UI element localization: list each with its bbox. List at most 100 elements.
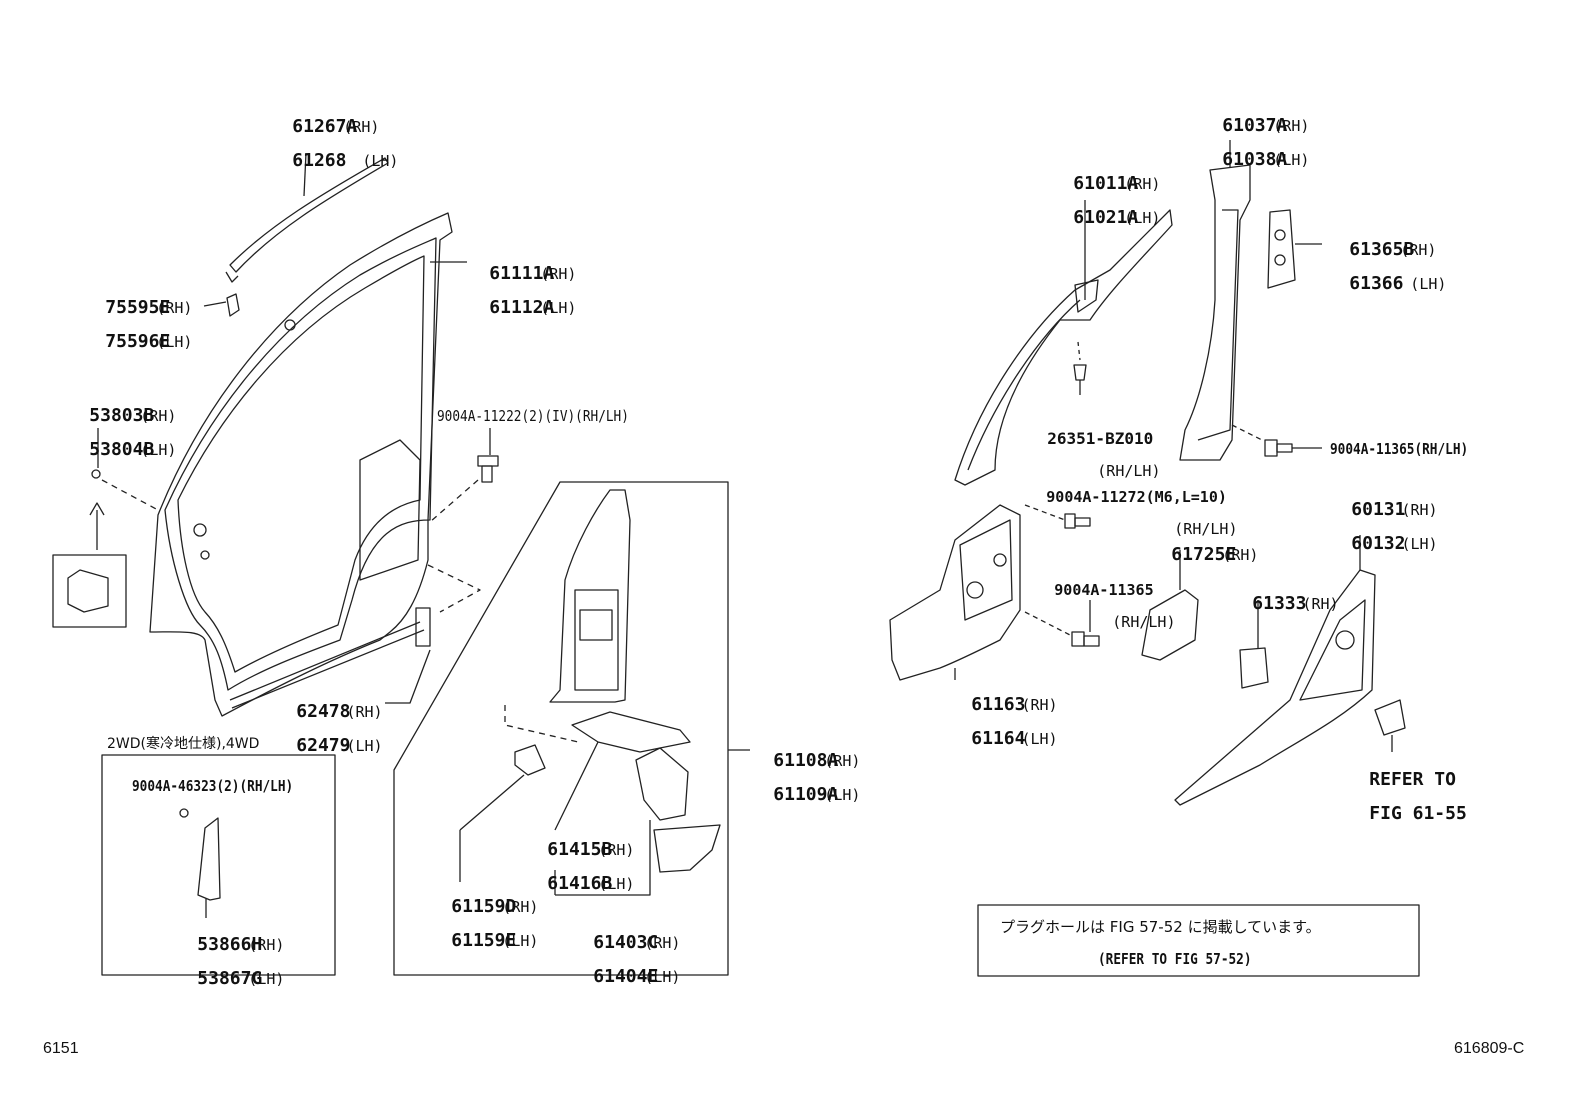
part-number: 61403C <box>593 932 659 953</box>
callout-61415: 61415B(RH) 61416B(LH) <box>528 825 634 893</box>
side-code: (RH/LH) <box>1174 520 1238 538</box>
side-code: (RH) <box>644 934 681 952</box>
side-code: (LH) <box>502 932 539 950</box>
center-pillar-drawing <box>1179 140 1251 461</box>
part-number: 61365B <box>1349 239 1415 260</box>
part-number: 60132 <box>1351 533 1406 554</box>
callout-26351: 26351-BZ010 (RH/LH) <box>1028 415 1160 479</box>
part-number: 26351-BZ010 <box>1047 429 1154 448</box>
callout-61159: 61159D(RH) 61159E(LH) <box>432 882 538 950</box>
variant-title: 2WD(寒冷地仕様),4WD <box>107 736 260 752</box>
part-number: 61111A <box>489 263 555 284</box>
part-number: 61333 <box>1252 593 1307 614</box>
callout-9004a-11365-top: 9004A-11365(RH/LH) <box>1330 440 1469 458</box>
side-code: (LH) <box>156 333 193 351</box>
part-number: 9004A-11272(M6,L=10) <box>1046 488 1227 506</box>
bracket-61333-drawing <box>1239 647 1269 689</box>
part-number: 61268 <box>292 150 358 171</box>
part-number: 61159E <box>451 930 517 951</box>
part-number: 61038A <box>1222 149 1288 170</box>
callout-9004a-46323: 9004A-46323(2)(RH/LH) <box>132 777 294 795</box>
part-number: 61366 <box>1349 273 1415 294</box>
pillar-reinf-61365-drawing <box>1267 209 1296 289</box>
side-code: (RH) <box>1401 501 1438 519</box>
callout-61011: 61011A(RH) 61021A(LH) <box>1054 159 1160 227</box>
side-code: (LH) <box>1401 535 1438 553</box>
callout-61163: 61163(RH) 61164(LH) <box>952 680 1058 749</box>
side-code: (RH) <box>824 752 861 770</box>
part-number: 61725E <box>1171 544 1237 565</box>
bracket-61725-drawing <box>1141 589 1199 661</box>
side-code: (RH) <box>248 936 285 954</box>
part-number: 61108A <box>773 750 839 771</box>
part-number: 62478 <box>296 701 351 722</box>
refer-line: REFER TO <box>1369 769 1456 790</box>
callout-9004a-11272: 9004A-11272(M6,L=10) (RH/LH) <box>1027 473 1237 537</box>
side-code: (RH) <box>1021 696 1058 714</box>
pillar-inner-drawing <box>549 489 631 703</box>
side-code: (RH) <box>1400 241 1437 259</box>
variant-frame-border <box>101 754 336 976</box>
part-number: 9004A-11365 <box>1054 581 1154 599</box>
side-code: (RH/LH) <box>1097 462 1161 480</box>
callout-53803: 53803B(RH) 53804B(LH) <box>70 391 176 459</box>
reinforce-61415-drawing <box>571 711 691 753</box>
note-text-english: (REFER TO FIG 57-52) <box>1098 950 1252 968</box>
side-code: (RH) <box>540 265 577 283</box>
callout-61037: 61037A(RH) 61038A(LH) <box>1203 101 1309 169</box>
side-code: (RH) <box>1302 595 1339 613</box>
part-number: 61159D <box>451 896 517 917</box>
side-code: (LH) <box>598 875 635 893</box>
side-code: (LH) <box>1273 151 1310 169</box>
side-code: (RH) <box>343 118 380 136</box>
part-number: 53803B <box>89 405 155 426</box>
callout-75595: 75595E(RH) 75596E(LH) <box>86 283 192 351</box>
callout-9004a-11365-bottom: 9004A-11365 (RH/LH) <box>1035 566 1175 630</box>
part-number: 61416B <box>547 873 613 894</box>
reinforce-61403-drawing <box>635 747 689 821</box>
part-number: 53866H <box>197 934 263 955</box>
side-code: (LH) <box>1021 730 1058 748</box>
note-frame-border <box>977 904 1420 977</box>
part-number: 61163 <box>971 694 1026 715</box>
part-number: 61404E <box>593 966 659 987</box>
callout-9004a-11222: 9004A-11222(2)(IV)(RH/LH) <box>437 407 629 425</box>
clip-drawing <box>226 293 240 317</box>
part-number: 61415B <box>547 839 613 860</box>
side-code: (LH) <box>1124 209 1161 227</box>
side-code: (LH) <box>824 786 861 804</box>
refer-line: FIG 61-55 <box>1369 803 1467 824</box>
callout-61267: 61267A(RH) 61268 (LH) <box>273 102 398 170</box>
part-number: 61164 <box>971 728 1026 749</box>
side-code: (RH/LH) <box>1112 613 1176 631</box>
callout-61111: 61111A(RH) 61112A(LH) <box>470 249 576 317</box>
part-number: 61109A <box>773 784 839 805</box>
part-number: 75595E <box>105 297 171 318</box>
side-code: (LH) <box>644 968 681 986</box>
side-code: (RH) <box>156 299 193 317</box>
part-number: 61021A <box>1073 207 1139 228</box>
callout-60131: 60131(RH) 60132(LH) <box>1332 485 1438 554</box>
footer-right-code: 616809-C <box>1454 1040 1525 1057</box>
part-number: 60131 <box>1351 499 1406 520</box>
part-number: 53804B <box>89 439 155 460</box>
side-code: (LH) <box>540 299 577 317</box>
callout-53866: 53866H(RH) 53867G(LH) <box>178 920 284 988</box>
side-code: (LH) <box>140 441 177 459</box>
bracket-clip-drawing <box>91 469 101 479</box>
cowl-side-panel-drawing <box>889 504 1021 681</box>
side-code: (RH) <box>346 703 383 721</box>
bracket-61159-drawing <box>514 744 546 776</box>
callout-61725: 61725E(RH) <box>1152 530 1258 564</box>
callout-61333: 61333(RH) <box>1233 579 1339 614</box>
plug-drawing <box>1374 699 1406 736</box>
side-code: (RH) <box>598 841 635 859</box>
part-number: 61112A <box>489 297 555 318</box>
side-code: (LH) <box>1410 275 1447 293</box>
callout-62478: 62478(RH) 62479(LH) <box>277 687 383 755</box>
note-text-japanese: プラグホールは FIG 57-52 に掲載しています。 <box>1000 918 1321 936</box>
side-code: (RH) <box>502 898 539 916</box>
inset-frame <box>393 481 729 976</box>
side-code: (LH) <box>248 970 285 988</box>
